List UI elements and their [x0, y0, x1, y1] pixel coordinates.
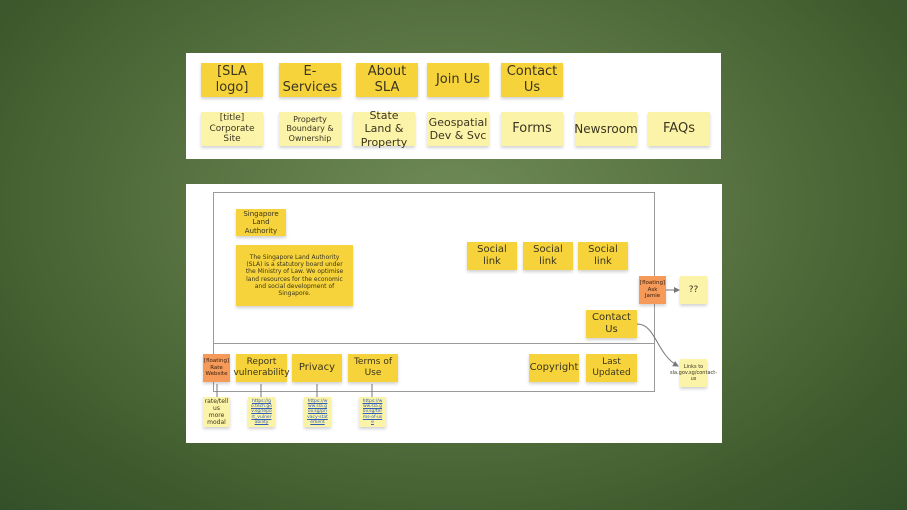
report-vulnerability-note[interactable]: Report vulnerability — [233, 354, 290, 382]
unknown-note: ?? — [680, 276, 707, 304]
social-link-2[interactable]: Social link — [523, 242, 573, 270]
header-board: [SLA logo] E-Services About SLA Join Us … — [186, 53, 721, 159]
corporate-site-title-note[interactable]: [title] Corporate Site — [201, 112, 263, 146]
contact-us-note[interactable]: Contact Us — [501, 63, 563, 97]
ask-jamie-note[interactable]: [floating] Ask Jamie — [639, 276, 666, 304]
privacy-link-note: https://www.sla.gov.sg/privacy-statement — [304, 397, 331, 427]
newsroom-note[interactable]: Newsroom — [574, 112, 638, 146]
footer-bottom-bar — [213, 343, 655, 344]
privacy-note[interactable]: Privacy — [292, 354, 342, 382]
faqs-note[interactable]: FAQs — [648, 112, 710, 146]
terms-link[interactable]: https://www.sla.gov.sg/terms-of-use — [362, 398, 383, 426]
about-sla-note[interactable]: About SLA — [356, 63, 418, 97]
footer-board: Singapore Land Authority The Singapore L… — [186, 184, 722, 443]
state-land-note[interactable]: State Land & Property — [353, 109, 415, 149]
property-boundary-note[interactable]: Property Boundary & Ownership — [279, 112, 341, 146]
privacy-link[interactable]: https://www.sla.gov.sg/privacy-statement — [307, 398, 328, 426]
rate-modal-note: rate/tell us more modal — [203, 397, 230, 427]
footer-contact-us[interactable]: Contact Us — [586, 310, 637, 338]
sla-logo-note[interactable]: [SLA logo] — [201, 63, 263, 97]
social-link-1[interactable]: Social link — [467, 242, 517, 270]
terms-link-note: https://www.sla.gov.sg/terms-of-use — [359, 397, 386, 427]
report-link-note: https://go.tech.gov.sg/report_vulnerabil… — [248, 397, 275, 427]
contact-link-note: Links to sla.gov.sg/contact-us — [670, 359, 717, 387]
join-us-note[interactable]: Join Us — [427, 63, 489, 97]
forms-note[interactable]: Forms — [501, 112, 563, 146]
rate-website-note[interactable]: [floating] Rate Website — [203, 354, 230, 382]
social-link-3[interactable]: Social link — [578, 242, 628, 270]
copyright-note[interactable]: Copyright — [529, 354, 579, 382]
report-link[interactable]: https://go.tech.gov.sg/report_vulnerabil… — [251, 398, 273, 426]
org-name-note: Singapore Land Authority — [236, 209, 286, 236]
last-updated-note: Last Updated — [586, 354, 637, 382]
terms-note[interactable]: Terms of Use — [348, 354, 398, 382]
geospatial-note[interactable]: Geospatial Dev & Svc — [427, 112, 489, 146]
e-services-note[interactable]: E-Services — [279, 63, 341, 97]
org-description-note: The Singapore Land Authority (SLA) is a … — [236, 245, 353, 306]
